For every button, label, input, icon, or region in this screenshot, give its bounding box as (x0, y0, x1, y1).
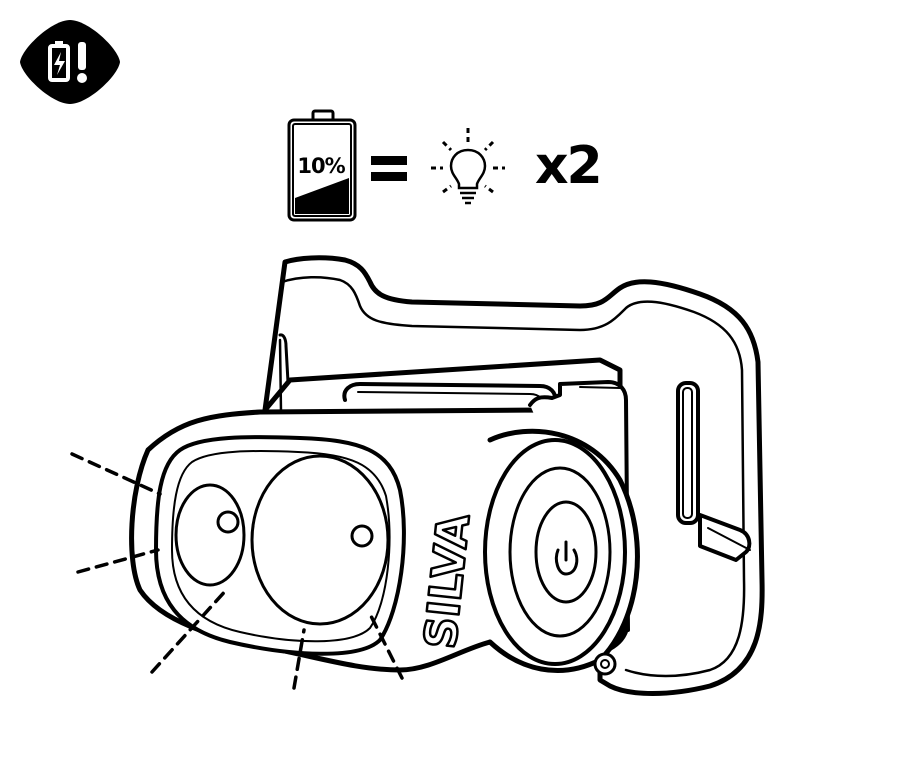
battery-level-label: 10% (297, 154, 345, 178)
light-ray (150, 586, 230, 674)
battery-glyph (48, 41, 70, 82)
lens-housing (154, 435, 406, 656)
light-ray (292, 628, 306, 690)
flashing-bulb-icon (431, 128, 505, 205)
power-dial (483, 428, 640, 676)
bulb-rays (431, 128, 505, 194)
strap-mount (262, 255, 765, 696)
light-ray (70, 452, 162, 496)
power-icon (554, 540, 579, 576)
battery-icon (287, 109, 357, 222)
equals-sign (371, 156, 407, 181)
exclamation-glyph (77, 42, 87, 83)
headlamp-illustration: SILVA (70, 255, 765, 696)
low-battery-warning-icon (20, 20, 120, 104)
light-ray (368, 612, 404, 680)
light-rays (70, 452, 404, 690)
light-ray (76, 548, 160, 574)
battery-equation-graphic (287, 109, 505, 222)
battery-equation: 10% x2 (285, 108, 625, 226)
multiplier-label: x2 (535, 136, 603, 196)
